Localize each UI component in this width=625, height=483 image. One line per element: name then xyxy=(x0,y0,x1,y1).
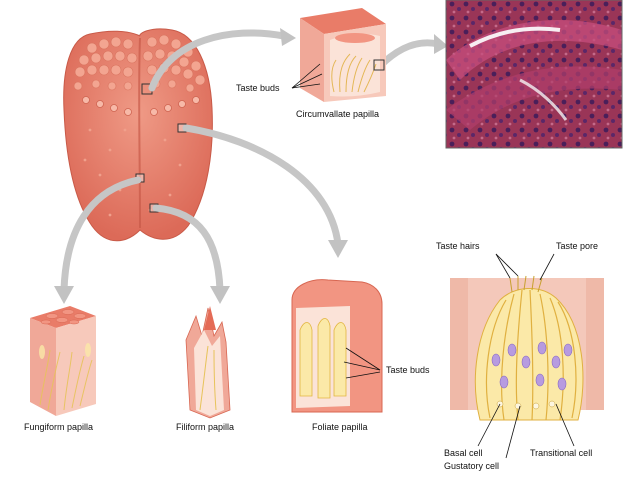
connector-arrows xyxy=(60,29,442,294)
label-transitional-cell: Transitional cell xyxy=(530,448,593,458)
foliate-papilla-illustration xyxy=(291,279,383,413)
label-filiform-papilla: Filiform papilla xyxy=(176,422,235,432)
taste-bud-detail-illustration xyxy=(450,253,604,459)
label-circumvallate-papilla: Circumvallate papilla xyxy=(296,109,380,119)
label-taste-buds-top: Taste buds xyxy=(236,83,280,93)
label-foliate-papilla: Foliate papilla xyxy=(312,422,368,432)
label-taste-pore: Taste pore xyxy=(556,241,599,251)
tongue-illustration xyxy=(63,28,213,242)
taste-bud-micrograph xyxy=(445,0,623,149)
label-gustatory-cell: Gustatory cell xyxy=(444,461,500,471)
arrow-heads xyxy=(54,28,448,304)
label-basal-cell: Basal cell xyxy=(444,448,483,458)
filiform-papilla-illustration xyxy=(185,306,231,419)
label-taste-hairs: Taste hairs xyxy=(436,241,480,251)
label-taste-buds-foliate: Taste buds xyxy=(386,365,430,375)
fungiform-papilla-illustration xyxy=(30,306,96,416)
circumvallate-papilla-illustration xyxy=(291,8,386,102)
label-fungiform-papilla: Fungiform papilla xyxy=(24,422,94,432)
